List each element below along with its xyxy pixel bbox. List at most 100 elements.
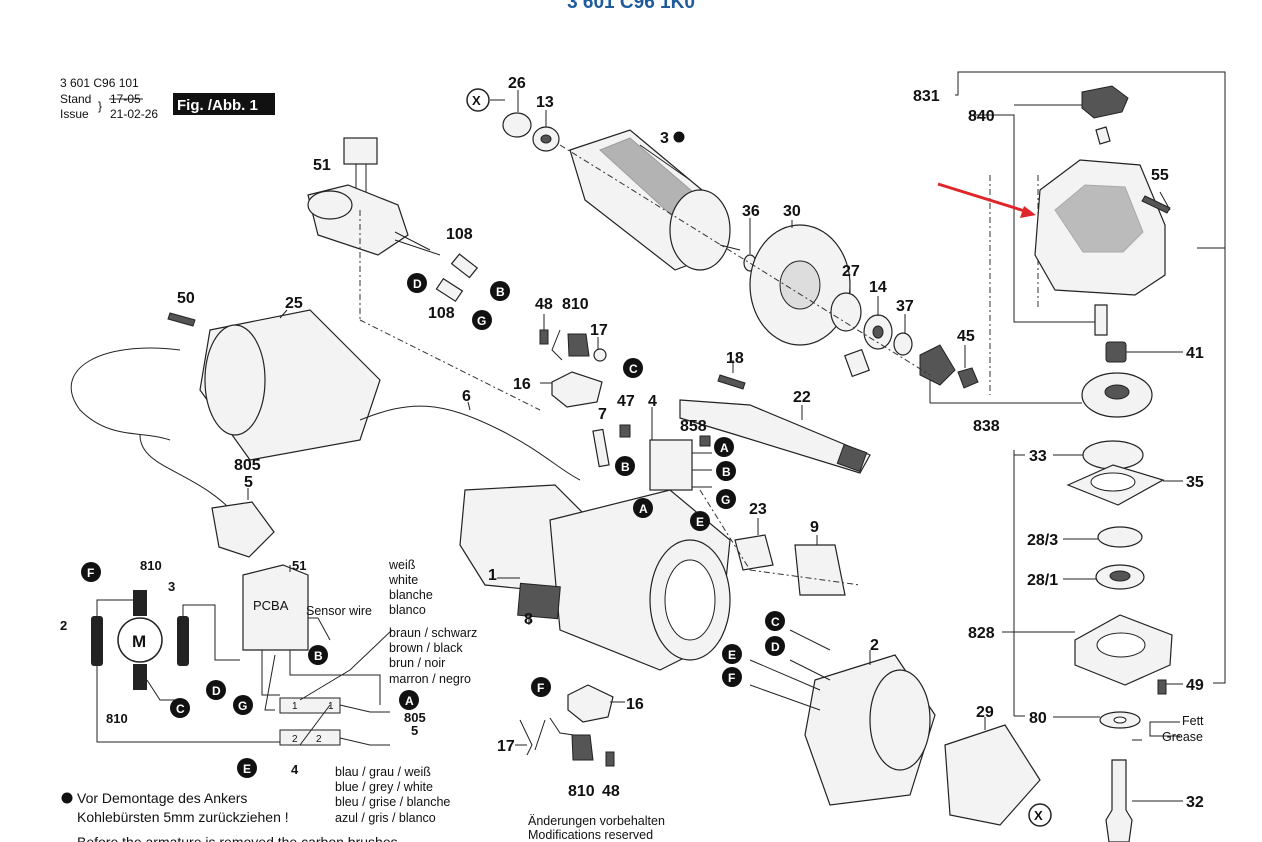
label-55: 55 — [1151, 167, 1169, 184]
label-33: 33 — [1029, 448, 1047, 465]
label-14: 14 — [869, 279, 887, 296]
spring-17b — [519, 719, 546, 756]
spindle-32 — [1105, 759, 1133, 842]
field-coil-left — [91, 616, 103, 666]
marker-F-lower: F — [531, 677, 551, 697]
motor-label: M — [132, 632, 146, 651]
brace: } — [98, 99, 102, 113]
label-23: 23 — [749, 501, 767, 518]
schem-2: 2 — [60, 618, 67, 633]
schem-4: 4 — [291, 762, 299, 777]
marker-B-4: B — [716, 461, 736, 481]
motor-symbol — [117, 617, 163, 663]
switch-4 — [649, 439, 693, 491]
label-2: 2 — [870, 637, 879, 654]
screw-858 — [699, 435, 711, 447]
doc-number: 3 601 C96 101 — [60, 76, 139, 90]
label-838: 838 — [973, 418, 1000, 435]
svg-text:B: B — [722, 465, 731, 479]
label-840: 840 — [968, 108, 995, 125]
marker-G-4: G — [716, 489, 736, 509]
ring-27 — [830, 292, 862, 332]
x-marker-top — [466, 88, 490, 112]
label-26: 26 — [508, 75, 526, 92]
tube-108a — [450, 253, 479, 279]
color1-de: weiß — [388, 558, 416, 572]
screw-48 — [539, 329, 549, 345]
svg-text:2: 2 — [292, 734, 298, 745]
marker-E-field: E — [722, 644, 742, 664]
svg-text:F: F — [728, 671, 735, 685]
svg-text:D: D — [771, 640, 780, 654]
color3-de: blau / grau / weiß — [335, 765, 431, 779]
tube-108b — [435, 277, 464, 303]
label-108-top: 108 — [446, 226, 473, 243]
screw-47 — [619, 424, 631, 438]
circlip-28-3 — [1097, 526, 1143, 548]
label-16-lower: 16 — [626, 696, 644, 713]
wire-color-notes: weiß white blanche blanco braun / schwar… — [335, 558, 1204, 825]
needle-bearing-41 — [1105, 341, 1127, 363]
marker-E-schem: E — [237, 758, 257, 778]
svg-text:1: 1 — [328, 701, 334, 712]
cable-loop — [70, 347, 181, 441]
screw-48b — [605, 751, 615, 767]
label-50: 50 — [177, 290, 195, 307]
label-32: 32 — [1186, 794, 1204, 811]
label-108-bottom: 108 — [428, 305, 455, 322]
svg-text:B: B — [314, 649, 323, 663]
label-810: 810 — [562, 296, 589, 313]
gearbox-assembly — [929, 71, 1226, 842]
part-840-clip — [1081, 85, 1129, 119]
part-7 — [592, 428, 610, 468]
marker-D-field: D — [765, 636, 785, 656]
label-37: 37 — [896, 298, 914, 315]
svg-text:1: 1 — [292, 701, 298, 712]
schem-51: 51 — [292, 558, 306, 573]
field-coil-right — [177, 616, 189, 666]
main-housing — [459, 484, 861, 671]
terminal-strip-bottom — [279, 729, 341, 746]
gear-housing — [1034, 159, 1166, 296]
marker-A-858: A — [714, 437, 734, 457]
screw-50 — [167, 312, 196, 327]
label-51: 51 — [313, 157, 331, 174]
label-30: 30 — [783, 203, 801, 220]
label-27: 27 — [842, 263, 860, 280]
svg-text:G: G — [477, 314, 486, 328]
svg-text:B: B — [621, 460, 630, 474]
magnet-part — [844, 348, 870, 378]
svg-text:E: E — [696, 515, 704, 529]
label-1: 1 — [488, 567, 497, 584]
label-29: 29 — [976, 704, 994, 721]
figure-tag: Fig. /Abb. 1 — [177, 97, 258, 114]
svg-text:X: X — [472, 93, 481, 108]
label-22: 22 — [793, 389, 811, 406]
guard-29 — [944, 724, 1041, 826]
label-810-lower: 810 — [568, 783, 595, 800]
wiring-schematic: M PCBA Sensor wire 1 1 2 2 — [91, 564, 393, 746]
washer-37 — [893, 332, 913, 356]
motor-housing-cable — [70, 309, 581, 558]
label-7: 7 — [598, 406, 607, 423]
issue-label: Issue — [60, 107, 89, 121]
color3-en: blue / grey / white — [335, 780, 433, 794]
label-17: 17 — [590, 322, 608, 339]
brush-bottom — [133, 664, 147, 690]
marker-D-top: D — [407, 273, 427, 293]
bullet-icon — [61, 792, 73, 804]
sensor-wire-label: Sensor wire — [306, 604, 372, 618]
label-16: 16 — [513, 376, 531, 393]
field-coil: X — [749, 629, 1052, 827]
screw-55 — [1141, 195, 1171, 214]
svg-text:G: G — [238, 699, 247, 713]
color3-fr: bleu / grise / blanche — [335, 795, 450, 809]
part-23 — [734, 534, 774, 571]
note-de-1: Vor Demontage des Ankers — [77, 790, 247, 806]
switch-rod-22 — [679, 399, 871, 474]
svg-text:A: A — [405, 694, 414, 708]
svg-text:A: A — [639, 502, 648, 516]
bearing-26 — [502, 112, 532, 138]
label-41: 41 — [1186, 345, 1204, 362]
bracket-831 — [955, 71, 1226, 684]
